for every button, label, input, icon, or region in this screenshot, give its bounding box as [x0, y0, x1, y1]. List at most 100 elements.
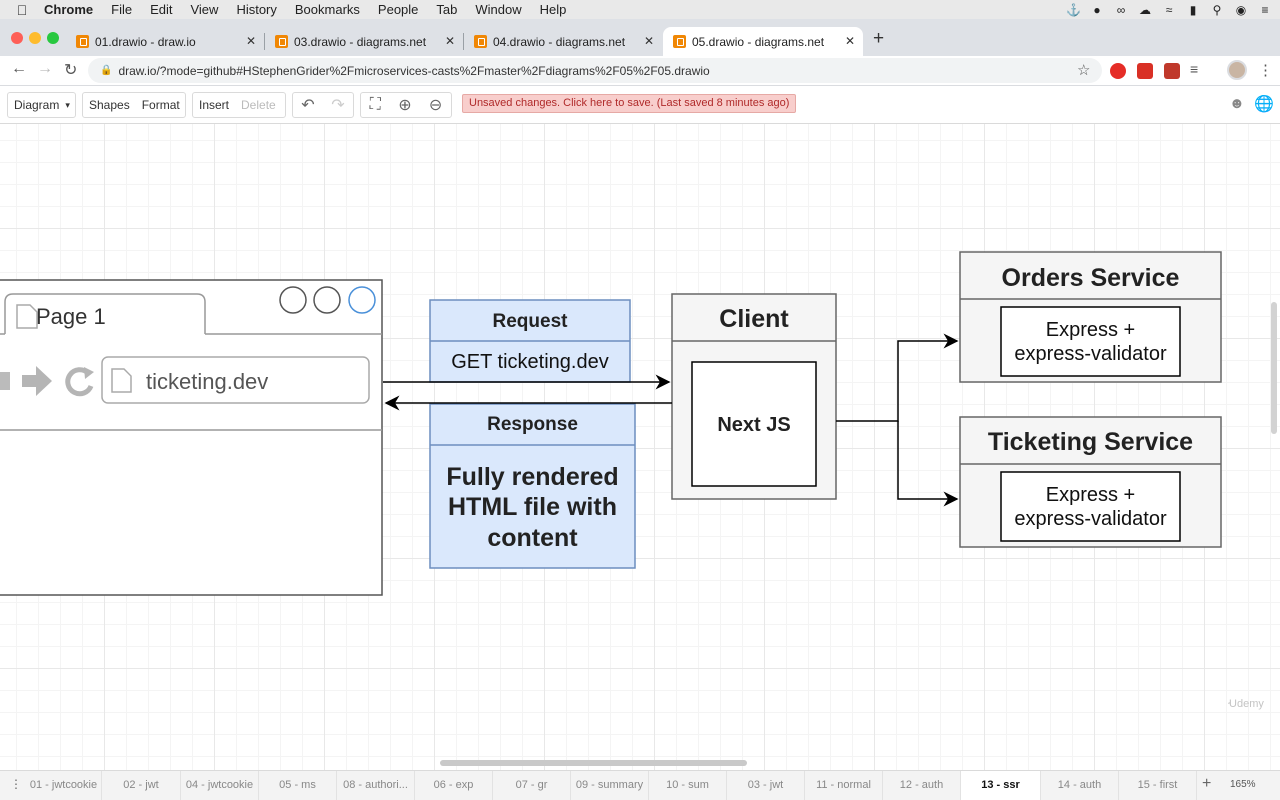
adblock-extension-icon[interactable] [1110, 63, 1126, 79]
menu-people[interactable]: People [377, 2, 419, 17]
page-tab[interactable]: 05 - ms [259, 771, 337, 800]
address-url: draw.io/?mode=github#HStephenGrider%2Fmi… [118, 63, 710, 78]
spotlight-search-icon[interactable]: ⚲ [1212, 2, 1222, 17]
reload-icon[interactable]: ↻ [64, 62, 78, 79]
glasses-icon[interactable]: ∞ [1116, 2, 1126, 17]
reading-list-icon[interactable]: ≡ [1190, 61, 1199, 77]
page-tab[interactable]: 04 - jwtcookie [181, 771, 259, 800]
browser-tab-01[interactable]: 01.drawio - draw.io ✕ [66, 27, 264, 56]
tab-close-icon[interactable]: ✕ [844, 34, 855, 48]
wifi-icon[interactable]: ≈ [1165, 2, 1173, 17]
extension-badge-icon[interactable] [1164, 63, 1180, 79]
page-tab[interactable]: 14 - auth [1041, 771, 1119, 800]
page-tab[interactable]: 11 - normal [805, 771, 883, 800]
cloud-icon[interactable]: ☁ [1139, 2, 1151, 17]
chrome-menu-icon[interactable]: ⋮ [1258, 62, 1273, 79]
fullscreen-icon[interactable]: ⛶ [369, 96, 381, 113]
profile-avatar[interactable] [1227, 60, 1247, 80]
redo-icon[interactable]: ↷ [331, 97, 345, 114]
battery-icon[interactable]: ▮ [1189, 2, 1197, 17]
zoom-out-icon[interactable]: ⊖ [428, 97, 443, 114]
page-tab[interactable]: 06 - exp [415, 771, 493, 800]
new-tab-button[interactable]: + [873, 28, 885, 49]
menu-help[interactable]: Help [539, 2, 567, 17]
tab-close-icon[interactable]: ✕ [643, 34, 654, 48]
tab-close-icon[interactable]: ✕ [444, 34, 455, 48]
page-tab-active[interactable]: 13 - ssr [961, 771, 1041, 800]
panel-toggle-group: Shapes Format [82, 92, 186, 118]
window-close-button[interactable] [11, 32, 23, 44]
request-box[interactable] [429, 299, 631, 383]
tab-title: 03.drawio - diagrams.net [294, 34, 427, 49]
window-zoom-button[interactable] [47, 32, 59, 44]
client-title: Client [719, 305, 789, 333]
pages-menu-icon[interactable]: ⋮ [10, 777, 22, 791]
zoom-level[interactable]: 165% [1230, 779, 1256, 790]
client-box[interactable] [671, 293, 837, 500]
back-arrow-icon[interactable]: ← [11, 60, 27, 77]
page-icon [111, 368, 132, 393]
browser-tab-05-active[interactable]: 05.drawio - diagrams.net ✕ [663, 27, 863, 56]
notification-center-icon[interactable]: ≡ [1261, 2, 1269, 17]
page-tab[interactable]: 08 - authori... [337, 771, 415, 800]
page-tab[interactable]: 15 - first [1119, 771, 1197, 800]
horizontal-scrollbar[interactable] [440, 760, 747, 766]
ticketing-service-box[interactable] [959, 416, 1222, 548]
drawio-canvas[interactable]: Page 1 ticketing.dev Request GET ticketi… [0, 124, 1280, 770]
menu-tab[interactable]: Tab [436, 2, 458, 17]
tab-title: 04.drawio - diagrams.net [493, 34, 626, 49]
docker-icon[interactable]: ⚓ [1066, 2, 1081, 17]
ticketing-service-title: Ticketing Service [987, 428, 1194, 456]
zoom-in-icon[interactable]: ⊕ [398, 97, 412, 114]
menu-view[interactable]: View [190, 2, 219, 17]
menu-file[interactable]: File [111, 2, 133, 17]
browser-tab-strip: 01.drawio - draw.io ✕ 03.drawio - diagra… [0, 19, 1280, 56]
page-tab[interactable]: 02 - jwt [102, 771, 181, 800]
vertical-scrollbar[interactable] [1271, 302, 1277, 434]
ticketing-service-line2: express-validator [1014, 508, 1167, 530]
apple-icon[interactable]:  [0, 2, 44, 18]
insert-button[interactable]: Insert [199, 98, 230, 112]
browser-tab-03[interactable]: 03.drawio - diagrams.net ✕ [265, 27, 463, 56]
page-tab[interactable]: 10 - sum [649, 771, 727, 800]
menu-window[interactable]: Window [475, 2, 522, 17]
response-box[interactable] [429, 403, 636, 569]
browser-tab-04[interactable]: 04.drawio - diagrams.net ✕ [464, 27, 662, 56]
refresh-icon [65, 367, 94, 397]
window-minimize-button[interactable] [29, 32, 41, 44]
user-icon[interactable]: ☻ [1229, 95, 1245, 112]
menu-edit[interactable]: Edit [150, 2, 173, 17]
diagram-menu-button[interactable]: Diagram▾ [7, 92, 76, 118]
bookmark-star-icon[interactable]: ☆ [1077, 62, 1091, 79]
tab-title: 01.drawio - draw.io [95, 34, 196, 49]
forward-arrow-icon[interactable]: → [37, 60, 53, 77]
ticketing-service-line1: Express + [1045, 484, 1136, 506]
page-tab[interactable]: 12 - auth [883, 771, 961, 800]
delete-button[interactable]: Delete [241, 98, 276, 112]
page-tab[interactable]: 03 - jwt [727, 771, 805, 800]
tab-title: 05.drawio - diagrams.net [692, 34, 825, 49]
menu-app-chrome[interactable]: Chrome [44, 2, 94, 17]
add-page-button[interactable]: + [1202, 775, 1212, 792]
orders-service-box[interactable] [959, 251, 1222, 383]
page-tab[interactable]: 07 - gr [493, 771, 571, 800]
page-tab[interactable]: 09 - summary [571, 771, 649, 800]
menu-history[interactable]: History [236, 2, 277, 17]
address-bar[interactable]: 🔒 draw.io/?mode=github#HStephenGrider%2F… [88, 58, 1102, 83]
siri-icon[interactable]: ◉ [1235, 2, 1247, 17]
undo-icon[interactable]: ↶ [301, 97, 315, 114]
page-tab[interactable]: 01 - jwtcookie [26, 771, 102, 800]
window-control-icon [348, 286, 376, 314]
record-icon[interactable]: ● [1093, 2, 1101, 17]
drawio-favicon-icon [275, 35, 288, 48]
tab-close-icon[interactable]: ✕ [245, 34, 256, 48]
menu-bookmarks[interactable]: Bookmarks [294, 2, 360, 17]
extension-icon[interactable] [1137, 63, 1153, 79]
unsaved-changes-banner[interactable]: Unsaved changes. Click here to save. (La… [462, 94, 797, 113]
browser-mockup[interactable] [0, 279, 383, 596]
edit-group: Insert Delete [192, 92, 286, 118]
response-body-line1: Fully rendered [446, 463, 619, 491]
shapes-button[interactable]: Shapes [89, 98, 130, 112]
globe-icon[interactable]: 🌐 [1254, 96, 1274, 113]
format-button[interactable]: Format [141, 98, 180, 112]
